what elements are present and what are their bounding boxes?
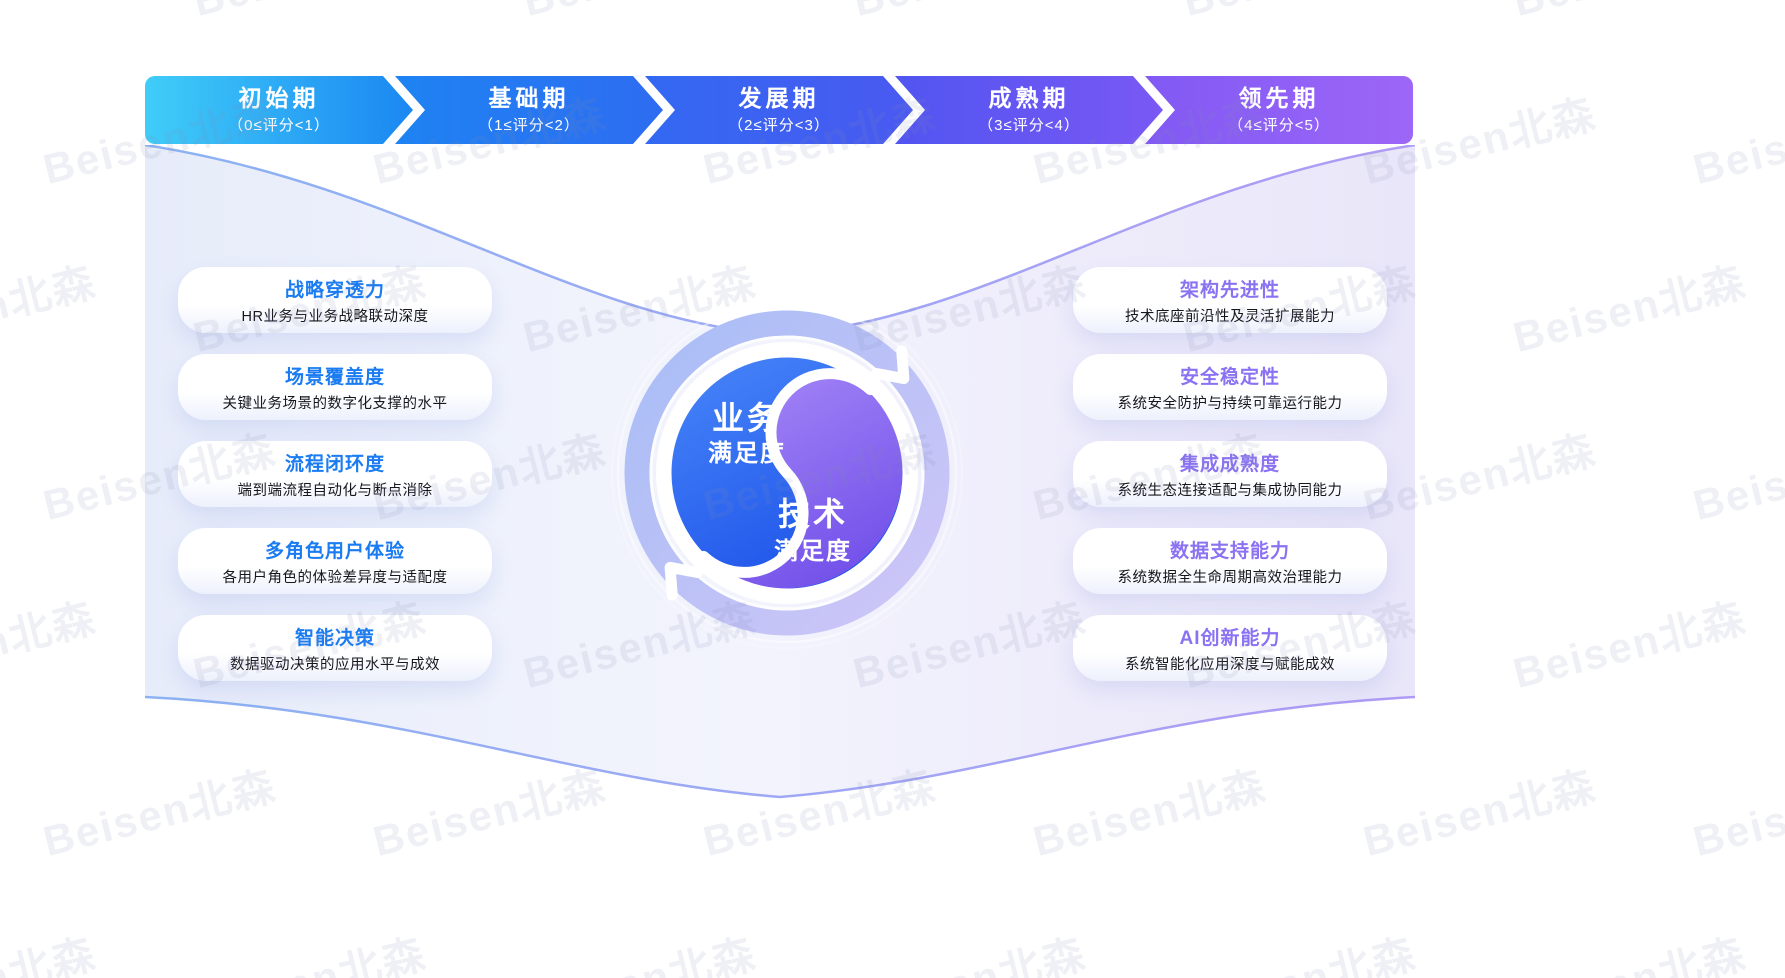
capability-title: 数据支持能力	[1169, 540, 1290, 562]
capability-title: 流程闭环度	[284, 453, 385, 475]
capability-card: 多角色用户体验 各用户角色的体验差异度与适配度	[178, 528, 492, 594]
stage-score-range: （2≤评分<3）	[728, 117, 830, 135]
capability-title: 多角色用户体验	[264, 540, 405, 562]
stage-item-2: 基础期 （1≤评分<2）	[395, 76, 663, 144]
capability-title: 架构先进性	[1179, 279, 1280, 301]
watermark-text: Beisen北森	[0, 0, 102, 29]
stage-label: 成熟期	[988, 84, 1070, 111]
stage-label: 领先期	[1238, 84, 1320, 111]
capability-card: 集成成熟度 系统生态连接适配与集成协同能力	[1073, 441, 1387, 507]
stage-score-range: （4≤评分<5）	[1228, 117, 1330, 135]
stage-score-range: （3≤评分<4）	[978, 117, 1080, 135]
cycle-ring	[624, 310, 950, 636]
cycle-arrow-icon	[870, 345, 910, 385]
capability-desc: 系统数据全生命周期高效治理能力	[1117, 569, 1343, 586]
maturity-stages-bar: 初始期 （0≤评分<1） 基础期 （1≤评分<2） 发展期 （2≤评分<3） 成…	[145, 76, 1415, 144]
capability-title: 集成成熟度	[1179, 453, 1280, 475]
watermark-text: Beisen北森	[186, 0, 431, 29]
watermark-text: Beisen北森	[1508, 257, 1751, 361]
ripple-ring-outer	[611, 297, 963, 649]
stage-label: 发展期	[738, 84, 820, 111]
capability-card: 数据支持能力 系统数据全生命周期高效治理能力	[1073, 528, 1387, 594]
ripple-ring-inner	[616, 302, 958, 644]
watermark-text: Beisen北森	[516, 920, 761, 978]
tech-capability-list: 架构先进性 技术底座前沿性及灵活扩展能力 安全稳定性 系统安全防护与持续可靠运行…	[1073, 267, 1387, 702]
watermark-text: Beisen北森	[1688, 425, 1785, 529]
stage-score-range: （0≤评分<1）	[228, 117, 330, 135]
business-label-line1: 业务	[712, 400, 782, 436]
watermark-text: Beisen北森	[846, 0, 1091, 29]
capability-title: 场景覆盖度	[284, 366, 385, 388]
capability-desc: 关键业务场景的数字化支撑的水平	[222, 395, 448, 412]
capability-desc: 技术底座前沿性及灵活扩展能力	[1125, 308, 1335, 325]
watermark-text: Beisen北森	[0, 920, 102, 978]
capability-card: 流程闭环度 端到端流程自动化与断点消除	[178, 441, 492, 507]
capability-card: 架构先进性 技术底座前沿性及灵活扩展能力	[1073, 267, 1387, 333]
business-label-line2: 满足度	[708, 439, 786, 467]
capability-desc: 各用户角色的体验差异度与适配度	[222, 569, 448, 586]
capability-desc: HR业务与业务战略联动深度	[241, 308, 429, 325]
cycle-ring-inner-line	[649, 335, 925, 611]
emblem-rim	[666, 352, 908, 594]
capability-desc: 系统智能化应用深度与赋能成效	[1125, 656, 1335, 673]
capability-desc: 数据驱动决策的应用水平与成效	[230, 656, 440, 673]
watermark-text: Beisen北森	[1506, 0, 1751, 29]
watermark-text: Beisen北森	[1176, 0, 1421, 29]
stage-item-1: 初始期 （0≤评分<1）	[145, 76, 413, 144]
tech-label-line1: 技术	[778, 496, 848, 532]
capability-desc: 系统生态连接适配与集成协同能力	[1117, 482, 1343, 499]
stage-item-3: 发展期 （2≤评分<3）	[645, 76, 913, 144]
stage-label: 基础期	[488, 84, 570, 111]
stage-item-5: 领先期 （4≤评分<5）	[1145, 76, 1413, 144]
capability-title: 战略穿透力	[284, 279, 385, 301]
capability-card: 安全稳定性 系统安全防护与持续可靠运行能力	[1073, 354, 1387, 420]
capability-card: 场景覆盖度 关键业务场景的数字化支撑的水平	[178, 354, 492, 420]
watermark-text: Beisen北森	[1176, 920, 1421, 978]
watermark-text: Beisen北森	[0, 257, 101, 361]
capability-title: 智能决策	[294, 627, 375, 649]
cycle-arrow-icon	[664, 561, 704, 601]
tech-half	[703, 373, 903, 589]
satisfaction-cycle-emblem: 业务 满足度 技术 满足度	[611, 297, 963, 649]
watermark-text: Beisen北森	[186, 920, 431, 978]
capability-card: 智能决策 数据驱动决策的应用水平与成效	[178, 615, 492, 681]
watermark-text: Beisen北森	[1688, 761, 1785, 865]
capability-title: 安全稳定性	[1179, 366, 1280, 388]
tech-label-line2: 满足度	[774, 537, 852, 565]
stage-label: 初始期	[238, 84, 320, 111]
watermark-text: Beisen北森	[0, 593, 101, 697]
watermark-text: Beisen北森	[1688, 89, 1785, 193]
capability-card: 战略穿透力 HR业务与业务战略联动深度	[178, 267, 492, 333]
watermark-text: Beisen北森	[1506, 920, 1751, 978]
stage-score-range: （1≤评分<2）	[478, 117, 580, 135]
capability-desc: 系统安全防护与持续可靠运行能力	[1117, 395, 1343, 412]
backdrop-bottom-edge	[145, 695, 1415, 799]
stage-item-4: 成熟期 （3≤评分<4）	[895, 76, 1163, 144]
business-capability-list: 战略穿透力 HR业务与业务战略联动深度 场景覆盖度 关键业务场景的数字化支撑的水…	[178, 267, 492, 702]
watermark-text: Beisen北森	[1508, 593, 1751, 697]
capability-card: AI创新能力 系统智能化应用深度与赋能成效	[1073, 615, 1387, 681]
capability-desc: 端到端流程自动化与断点消除	[237, 482, 433, 499]
watermark-text: Beisen北森	[846, 920, 1091, 978]
yin-yang-divider	[698, 368, 876, 578]
capability-title: AI创新能力	[1179, 627, 1281, 649]
watermark-text: Beisen北森	[516, 0, 761, 29]
